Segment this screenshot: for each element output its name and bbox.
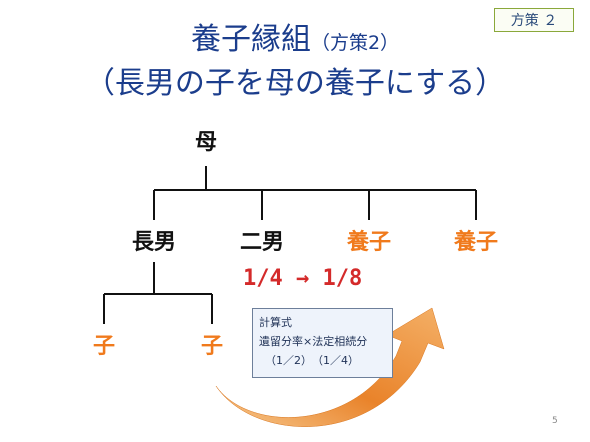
page-number: 5	[552, 416, 558, 426]
strategy-badge: 方策 ２	[494, 8, 574, 32]
node-adopted-child-2: 養子	[454, 230, 499, 255]
share-change: 1/4 → 1/8	[243, 266, 363, 291]
node-mother: 母	[195, 130, 218, 155]
node-eldest-son: 長男	[132, 230, 177, 255]
calc-box: 計算式 遺留分率×法定相続分 （1／2） （1／4）	[252, 308, 393, 378]
title-main: 養子縁組	[190, 22, 311, 57]
slide-title: 養子縁組（方策2）	[0, 14, 590, 58]
calc-values: （1／2） （1／4）	[265, 354, 359, 367]
title-sub: （方策2）	[310, 32, 400, 54]
calc-heading: 計算式	[259, 316, 292, 329]
curved-arrow	[215, 307, 445, 427]
node-grandchild-2: 子	[201, 334, 224, 359]
node-adopted-child-1: 養子	[347, 230, 392, 255]
node-second-son: 二男	[240, 230, 285, 255]
calc-formula: 遺留分率×法定相続分	[259, 335, 368, 348]
node-grandchild-1: 子	[93, 334, 116, 359]
slide-subtitle: （長男の子を母の養子にする）	[84, 66, 506, 101]
